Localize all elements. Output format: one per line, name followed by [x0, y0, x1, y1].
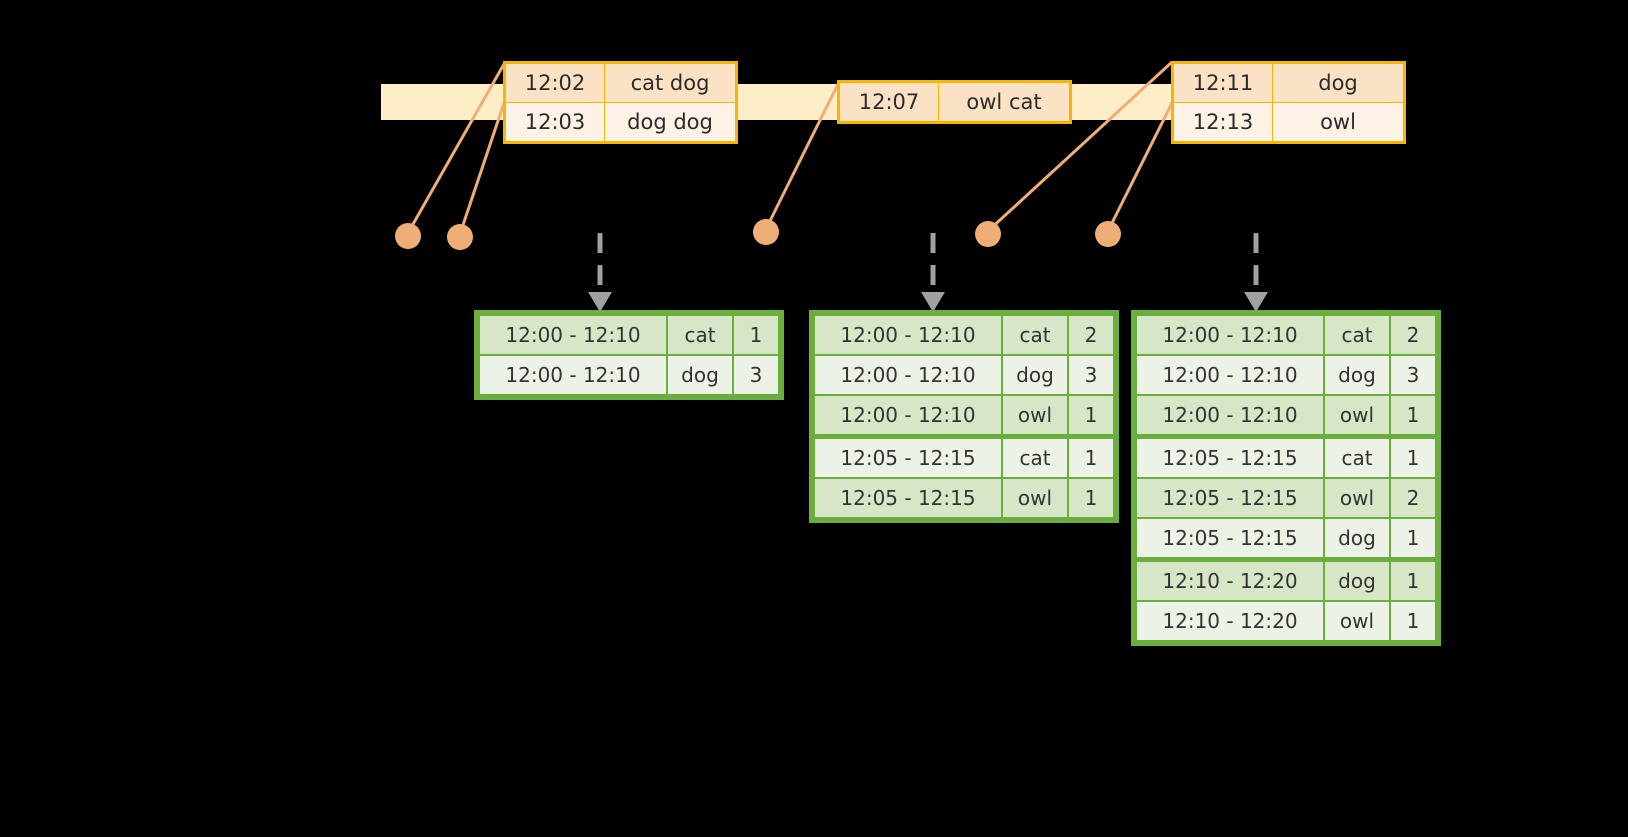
result-window: 12:05 - 12:15 [1137, 439, 1323, 477]
event-time: 12:03 [504, 102, 605, 143]
result-key: dog [1325, 519, 1389, 560]
result-key: dog [1325, 562, 1389, 600]
result-count: 1 [1391, 602, 1435, 640]
result-count: 1 [1391, 519, 1435, 560]
result-key: dog [668, 356, 732, 394]
event-time: 12:11 [1172, 62, 1273, 103]
result-count: 1 [1391, 562, 1435, 600]
result-count: 1 [1069, 479, 1113, 517]
result-window: 12:00 - 12:10 [480, 356, 666, 394]
result-window: 12:05 - 12:15 [1137, 519, 1323, 560]
result-key: dog [1325, 356, 1389, 394]
result-key: dog [1003, 356, 1067, 394]
result-window: 12:00 - 12:10 [815, 356, 1001, 394]
result-window: 12:00 - 12:10 [815, 396, 1001, 437]
result-count: 2 [1391, 316, 1435, 354]
result-window: 12:00 - 12:10 [480, 316, 666, 354]
result-window: 12:00 - 12:10 [1137, 396, 1323, 437]
result-window: 12:05 - 12:15 [815, 439, 1001, 477]
event-time: 12:02 [504, 62, 605, 103]
result-key: cat [1003, 316, 1067, 354]
event-dot-5 [1095, 221, 1121, 247]
event-dot-2 [447, 224, 473, 250]
event-time: 12:07 [838, 81, 939, 123]
result-count: 1 [1069, 396, 1113, 437]
result-window: 12:10 - 12:20 [1137, 562, 1323, 600]
event-dot-3 [753, 219, 779, 245]
event-time: 12:13 [1172, 102, 1273, 143]
result-window: 12:05 - 12:15 [1137, 479, 1323, 517]
result-count: 1 [1391, 439, 1435, 477]
result-key: cat [1325, 439, 1389, 477]
result-key: owl [1325, 396, 1389, 437]
result-count: 3 [1391, 356, 1435, 394]
event-dot-1 [395, 223, 421, 249]
result-count: 1 [1391, 396, 1435, 437]
result-window: 12:00 - 12:10 [815, 316, 1001, 354]
result-key: owl [1003, 479, 1067, 517]
event-words: dog [1272, 62, 1405, 103]
event-words: dog dog [604, 102, 737, 143]
event-dot-4 [975, 221, 1001, 247]
result-count: 3 [1069, 356, 1113, 394]
result-window: 12:00 - 12:10 [1137, 356, 1323, 394]
event-words: cat dog [604, 62, 737, 103]
result-key: owl [1325, 479, 1389, 517]
result-key: cat [1003, 439, 1067, 477]
timeline-bar-segment-left [381, 84, 509, 120]
result-key: owl [1003, 396, 1067, 437]
result-key: owl [1325, 602, 1389, 640]
result-count: 2 [1391, 479, 1435, 517]
result-count: 1 [1069, 439, 1113, 477]
result-window: 12:05 - 12:15 [815, 479, 1001, 517]
event-words: owl cat [938, 81, 1071, 123]
result-window: 12:00 - 12:10 [1137, 316, 1323, 354]
result-key: cat [1325, 316, 1389, 354]
result-count: 2 [1069, 316, 1113, 354]
result-count: 1 [734, 316, 778, 354]
result-window: 12:10 - 12:20 [1137, 602, 1323, 640]
result-count: 3 [734, 356, 778, 394]
result-key: cat [668, 316, 732, 354]
event-words: owl [1272, 102, 1405, 143]
